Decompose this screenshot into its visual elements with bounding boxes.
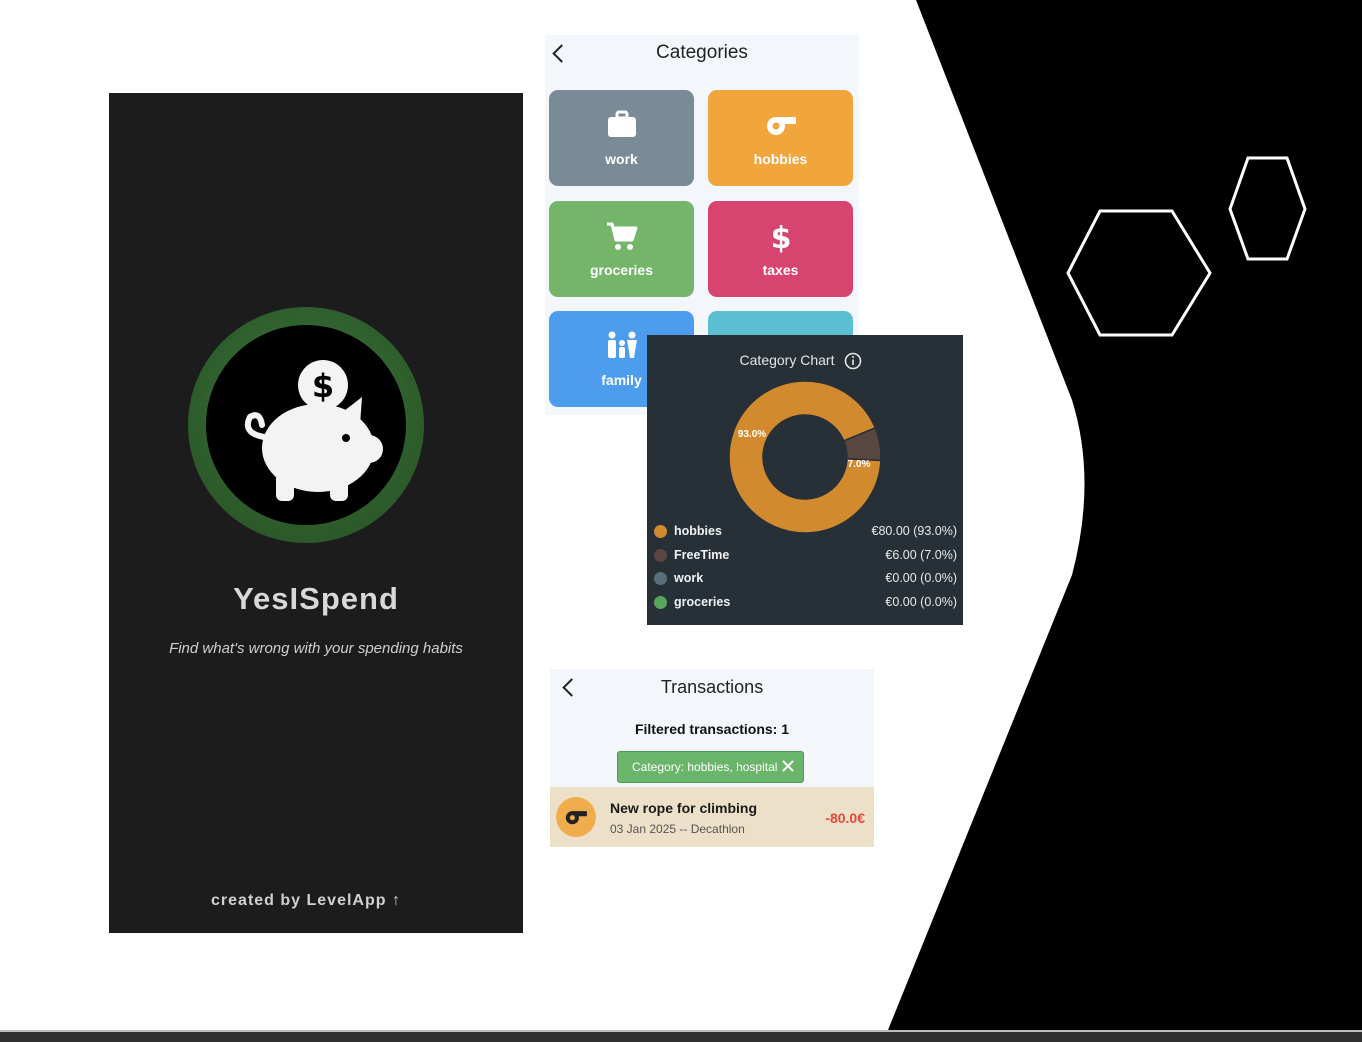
legend-item-freetime: FreeTime €6.00 (7.0%)	[653, 546, 957, 566]
legend-color-dot	[654, 572, 667, 586]
legend-item-work: work €0.00 (0.0%)	[653, 569, 957, 589]
legend-item-hobbies: hobbies €80.00 (93.0%)	[653, 522, 957, 542]
splash-screen: $ YesISpend Find what's wrong with your …	[109, 93, 523, 933]
category-tile-taxes[interactable]: $ taxes	[708, 201, 853, 297]
transaction-amount: -80.0€	[825, 810, 865, 826]
legend-amount: €6.00 (7.0%)	[885, 547, 957, 562]
category-tile-hobbies[interactable]: hobbies	[708, 90, 853, 186]
slice-label: 7.0%	[848, 459, 871, 470]
slice-label: 93.0%	[738, 429, 766, 440]
credit-link[interactable]: created by LevelApp ↑	[109, 892, 503, 910]
filter-chip-label: Category: hobbies, hospital	[632, 760, 778, 774]
tagline: Find what's wrong with your spending hab…	[169, 640, 463, 657]
donut-chart: 93.0% 7.0%	[728, 380, 882, 534]
legend-amount: €0.00 (0.0%)	[885, 571, 957, 586]
filtered-count: Filtered transactions: 1	[634, 721, 790, 737]
pie-slice-hobbies	[728, 380, 882, 534]
page-title: Categories	[656, 42, 748, 63]
app-title: YesISpend	[233, 581, 399, 616]
legend-color-dot	[654, 596, 667, 610]
svg-text:$: $	[770, 221, 791, 253]
piggy-bank-dollar-icon: $	[244, 360, 383, 501]
category-label: groceries	[589, 262, 654, 278]
transaction-subtitle: 03 Jan 2025 -- Decathlon	[610, 822, 745, 836]
svg-text:$: $	[312, 367, 334, 405]
credit-text: created by LevelApp	[211, 892, 387, 909]
transaction-row[interactable]: New rope for climbing 03 Jan 2025 -- Dec…	[550, 787, 874, 847]
hexagon-outline	[1066, 209, 1212, 337]
cart-icon	[606, 222, 637, 250]
bottom-bar	[0, 1030, 1362, 1042]
dollar-icon: $	[770, 221, 791, 253]
transaction-title: New rope for climbing	[610, 800, 758, 816]
category-tile-groceries[interactable]: groceries	[549, 201, 694, 297]
category-label: hobbies	[753, 151, 808, 167]
category-tile-work[interactable]: work	[549, 90, 694, 186]
category-label: work	[605, 151, 638, 167]
transaction-avatar	[556, 797, 596, 837]
legend-item-groceries: groceries €0.00 (0.0%)	[653, 593, 957, 613]
info-icon[interactable]	[844, 352, 862, 370]
filter-chip[interactable]: Category: hobbies, hospital	[617, 751, 804, 783]
categories-screen: Categories work hobbies groceries $ taxe…	[545, 35, 859, 415]
legend-amount: €0.00 (0.0%)	[885, 595, 957, 610]
briefcase-icon	[607, 110, 636, 137]
legend-label: hobbies	[674, 524, 722, 538]
chart-title: Category Chart	[739, 352, 835, 368]
close-icon[interactable]	[779, 757, 797, 775]
legend-color-dot	[654, 525, 667, 538]
category-chart-panel: Category Chart 93.0% 7.0% hobbies €80.00 (…	[647, 335, 963, 625]
category-label: family	[601, 372, 642, 388]
legend-label: groceries	[674, 595, 731, 610]
legend-label: FreeTime	[674, 547, 730, 562]
legend-color-dot	[654, 548, 667, 562]
family-icon	[607, 331, 637, 358]
legend-label: work	[674, 571, 704, 586]
category-label: taxes	[762, 262, 799, 278]
transactions-screen: Transactions Filtered transactions: 1 Ca…	[550, 669, 874, 847]
legend-amount: €80.00 (93.0%)	[871, 524, 957, 538]
whistle-icon	[766, 117, 796, 135]
app-logo: $	[188, 307, 424, 543]
whistle-icon	[565, 811, 587, 825]
hexagon-outline	[1228, 156, 1307, 261]
arrow-up-icon: ↑	[391, 892, 401, 909]
page-title: Transactions	[660, 677, 764, 697]
